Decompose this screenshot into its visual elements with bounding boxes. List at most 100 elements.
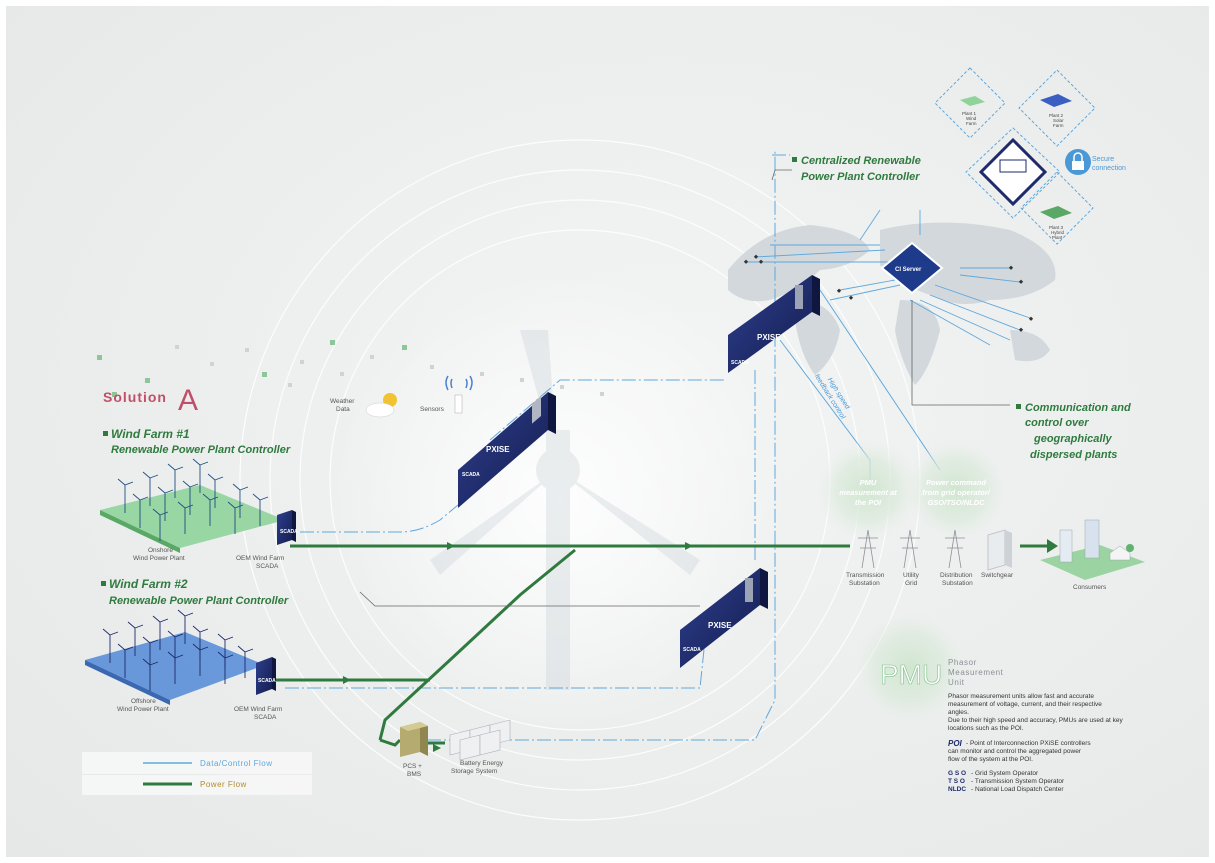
weather-icon xyxy=(365,393,397,418)
network-nodes xyxy=(743,254,1034,332)
power-command-glow xyxy=(904,438,1008,542)
distribution-label-1: Distribution xyxy=(940,572,973,579)
pxise-label-1: PXISE xyxy=(486,445,510,454)
wf1-title: Wind Farm #1 xyxy=(111,427,190,441)
poi-title: POI xyxy=(948,739,963,748)
oem1-label-2: SCADA xyxy=(256,563,279,570)
wf2-subtitle: Renewable Power Plant Controller xyxy=(109,595,289,607)
consumers-illustration xyxy=(1040,519,1145,580)
wf1-subtitle: Renewable Power Plant Controller xyxy=(111,444,291,456)
scada-tag-2: SCADA xyxy=(258,678,276,684)
ci-server-diamond xyxy=(880,241,944,295)
pmu-poi-line3: the POI xyxy=(855,498,882,507)
pxise-label-3: PXISE xyxy=(708,621,732,630)
data-particles xyxy=(97,340,604,397)
distribution-label-2: Substation xyxy=(942,580,973,587)
pmu-legend-glow xyxy=(852,610,968,726)
offshore-label-2: Wind Power Plant xyxy=(117,706,169,713)
pcs-label-2: BMS xyxy=(407,771,422,778)
high-speed-label: High speed feedback control xyxy=(813,373,851,421)
switchgear-label: Switchgear xyxy=(981,572,1014,579)
legend-data-label: Data/Control Flow xyxy=(200,759,273,768)
battery-label-2: Storage System xyxy=(451,768,497,775)
abbreviations: G S O - Grid System Operator T S O - Tra… xyxy=(948,770,1065,793)
consumers-label: Consumers xyxy=(1073,584,1107,591)
poi-description: - Point of Interconnection PXiSE control… xyxy=(948,740,1091,763)
power-command-line3: GSO/TSO/NLDC xyxy=(927,498,985,507)
solution-word: Solution xyxy=(103,389,167,405)
legend: Data/Control Flow Power Flow xyxy=(82,752,312,795)
plant3-label-1: Plant 3 xyxy=(1049,225,1064,230)
central-line2: Power Plant Controller xyxy=(801,171,920,183)
leader-lines xyxy=(359,169,1010,607)
pxise-label-2: PXISE xyxy=(757,333,781,342)
onshore-label-1: Onshore xyxy=(148,547,173,554)
weather-label-2: Data xyxy=(336,406,350,413)
pmu-word-phasor: Phasor xyxy=(948,658,977,667)
tso-abbr: T S O xyxy=(948,778,965,785)
pmu-big-label: PMU xyxy=(880,659,942,690)
plant2-label-3: Farm xyxy=(1053,123,1064,128)
oem-scada-box-2 xyxy=(256,657,276,695)
network-lines xyxy=(745,209,1031,346)
plant1-label-1: Plant 1 xyxy=(962,111,977,116)
wf1-bullet xyxy=(103,431,108,436)
pmu-desc-2: measurement of voltage, current, and the… xyxy=(948,701,1102,708)
comm-line1: Communication and xyxy=(1025,402,1131,414)
comm-line3: geographically xyxy=(1033,433,1113,445)
center-turbine-glow xyxy=(330,270,790,730)
wf2-title: Wind Farm #2 xyxy=(109,577,188,591)
offshore-wind-farm xyxy=(85,609,265,705)
pxise-unit-2 xyxy=(728,275,820,373)
secure-label-2: connection xyxy=(1092,165,1126,172)
plant3-label-3: Plant xyxy=(1052,235,1063,240)
oem-scada-box-1 xyxy=(277,510,296,545)
pmu-desc-5: locations such as the POI. xyxy=(948,725,1024,732)
oem2-label-2: SCADA xyxy=(254,714,277,721)
data-control-flow-lines xyxy=(285,150,790,741)
pxise-unit-1 xyxy=(458,392,556,508)
solution-letter: A xyxy=(178,384,198,417)
sensor-icon xyxy=(445,375,473,414)
central-controller-diamond xyxy=(978,137,1048,207)
pmu-poi-line1: PMU xyxy=(860,478,877,487)
pcs-label-1: PCS + xyxy=(403,763,422,770)
power-command-text: Power command from grid operator/ GSO/TS… xyxy=(922,478,990,507)
onshore-wind-farm xyxy=(100,458,285,553)
nldc-text: - National Load Dispatch Center xyxy=(971,786,1064,793)
plant-thumbnails xyxy=(960,94,1072,219)
transmission-towers xyxy=(858,529,965,569)
onshore-label-2: Wind Power Plant xyxy=(133,555,185,562)
switchgear-box xyxy=(987,529,1012,571)
central-line1: Centralized Renewable xyxy=(801,155,921,167)
offshore-label-1: Offshore xyxy=(131,698,156,705)
pmu-desc-1: Phasor measurement units allow fast and … xyxy=(948,693,1094,700)
pxise-scada-2: SCADA xyxy=(731,360,749,366)
lock-icon xyxy=(1065,149,1091,175)
pmu-word-unit: Unit xyxy=(948,678,965,687)
comm-line4: dispersed plants xyxy=(1030,449,1117,461)
plant-diamonds xyxy=(934,67,1096,245)
battery-storage xyxy=(449,719,511,761)
wf2-bullet xyxy=(101,581,106,586)
weather-label-1: Weather xyxy=(330,398,355,405)
transmission-label-1: Transmission xyxy=(846,572,885,579)
sensors-label: Sensors xyxy=(420,406,445,413)
pmu-poi-glow xyxy=(816,438,920,542)
pmu-poi-line2: measurement at xyxy=(839,488,897,497)
utility-label-2: Grid xyxy=(905,580,918,587)
turbine-silhouette xyxy=(430,330,700,690)
pmu-description: Phasor measurement units allow fast and … xyxy=(948,693,1124,732)
utility-label-1: Utility xyxy=(903,572,920,579)
pxise-scada-1: SCADA xyxy=(462,472,480,478)
plant-labels: Plant 1 Wind Farm Plant 2 Solar Farm Pla… xyxy=(962,111,1065,240)
gso-abbr: G S O xyxy=(948,770,966,777)
pmu-word-measurement: Measurement xyxy=(948,668,1004,677)
plant1-label-2: Wind xyxy=(966,116,977,121)
poi-desc-3: flow of the system at the POI. xyxy=(948,756,1033,763)
nldc-abbr: NLDC xyxy=(948,786,966,793)
central-bullet xyxy=(792,157,797,162)
secure-label-1: Secure xyxy=(1092,156,1114,163)
